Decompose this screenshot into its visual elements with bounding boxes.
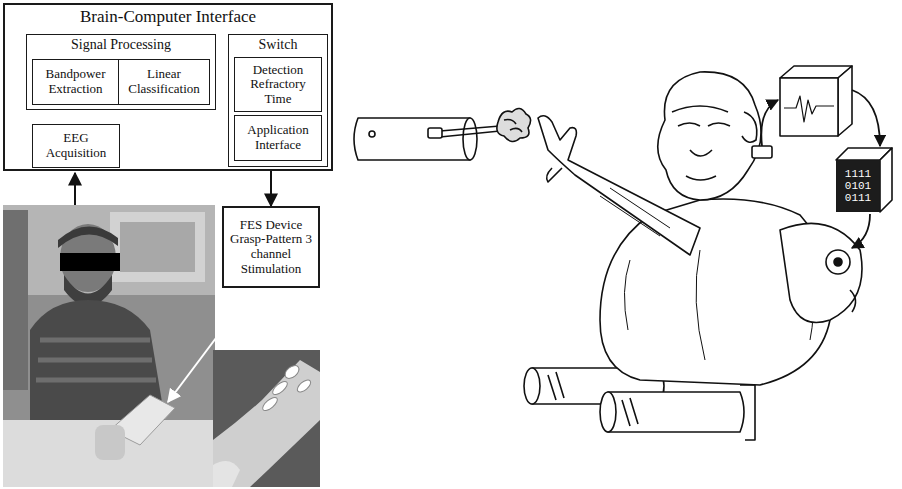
box-heading: Signal Processing bbox=[30, 37, 212, 53]
box-label: EEG Acquisition bbox=[36, 131, 116, 160]
group-box: SwitchDetection Refractory TimeApplicati… bbox=[228, 34, 328, 167]
box-label: Bandpower Extraction bbox=[36, 67, 115, 96]
box-label: Application Interface bbox=[238, 123, 318, 152]
system-box: Brain-Computer InterfaceSignal Processin… bbox=[3, 3, 333, 171]
box-label: 1111 0101 0111 bbox=[840, 168, 876, 204]
process-box: EEG Acquisition bbox=[32, 124, 120, 168]
box-label: Linear Classification bbox=[122, 67, 206, 96]
box-label: FES Device Grasp-Pattern 3 channel Stimu… bbox=[227, 218, 315, 276]
binary-cube: 1111 0101 0111 bbox=[836, 160, 880, 212]
flow-arrow bbox=[270, 171, 272, 206]
process-box: Detection Refractory Time bbox=[234, 57, 322, 112]
box-heading: Switch bbox=[232, 37, 324, 53]
box-label: Detection Refractory Time bbox=[238, 63, 318, 107]
group-box: Signal ProcessingBandpower ExtractionLin… bbox=[26, 34, 216, 110]
process-box: Linear Classification bbox=[118, 59, 210, 105]
device-box: FES Device Grasp-Pattern 3 channel Stimu… bbox=[222, 206, 320, 288]
box-heading: Brain-Computer Interface bbox=[8, 7, 328, 26]
process-box: Application Interface bbox=[234, 115, 322, 161]
process-box: Bandpower Extraction bbox=[32, 59, 119, 105]
